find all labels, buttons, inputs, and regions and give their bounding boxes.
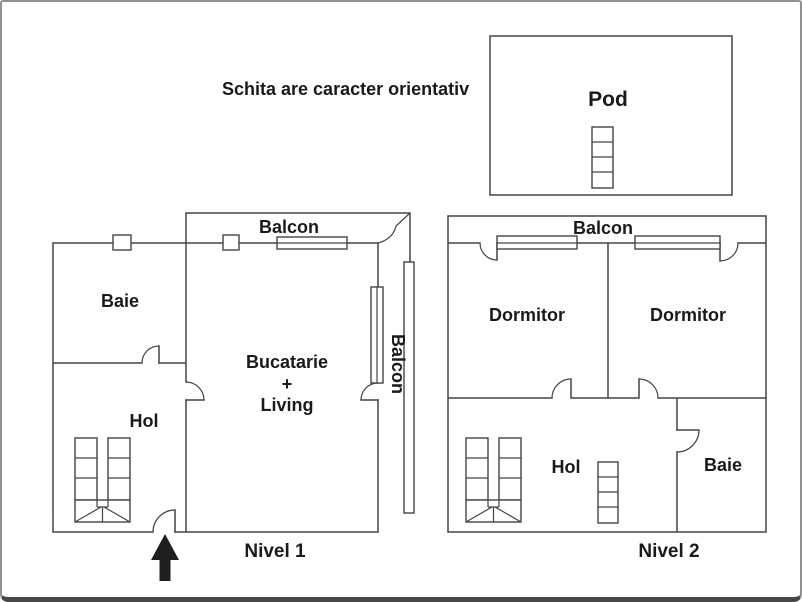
room-label-kitchen-line1: Bucatarie (246, 352, 328, 372)
staircase-level1 (74, 437, 131, 523)
room-label-dormitor-left: Dormitor (489, 305, 565, 325)
door-arcs-level1 (141, 212, 411, 533)
room-label-hol-n1: Hol (130, 411, 159, 431)
orientation-note: Schita are caracter orientativ (222, 79, 469, 99)
ladder-icon-attic (591, 126, 614, 189)
room-label-balcon-n2: Balcon (573, 218, 633, 238)
room-label-balcon-top-n1: Balcon (259, 217, 319, 237)
room-label-kitchen-line2: + (282, 374, 293, 394)
room-label-pod: Pod (588, 88, 628, 111)
balcony-rail (403, 261, 415, 514)
level2-title: Nivel 2 (638, 541, 699, 562)
level1-title: Nivel 1 (244, 541, 306, 562)
level1-walls (52, 212, 411, 533)
entrance-arrow-icon (151, 534, 179, 581)
room-label-balcon-side-n1: Balcon (388, 334, 408, 394)
staircase-level2 (465, 437, 522, 523)
windows (112, 234, 721, 514)
room-label-dormitor-right: Dormitor (650, 305, 726, 325)
wall-vent (222, 234, 240, 251)
room-label-hol-n2: Hol (552, 457, 581, 477)
ladder-icon-level2 (597, 461, 619, 524)
room-label-kitchen-line3: Living (261, 395, 314, 415)
room-label-baie-n2: Baie (704, 455, 742, 475)
level2-walls (447, 215, 767, 533)
door-arcs-level2 (479, 242, 739, 453)
attic-walls (489, 35, 733, 196)
room-label-baie-n1: Baie (101, 291, 139, 311)
wall-vent (112, 234, 132, 251)
